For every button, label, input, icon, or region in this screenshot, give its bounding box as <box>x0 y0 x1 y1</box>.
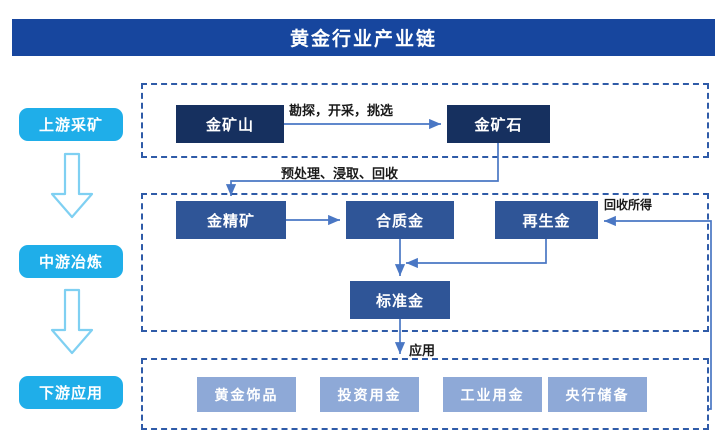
node-gold-ore[interactable]: 金矿石 <box>447 105 550 143</box>
edge-label-recovery: 回收所得 <box>604 198 653 212</box>
node-application-jewelry[interactable]: 黄金饰品 <box>197 377 296 412</box>
node-recycled-gold[interactable]: 再生金 <box>495 201 598 239</box>
node-gold-mine[interactable]: 金矿山 <box>176 105 284 143</box>
page-title-bar: 黄金行业产业链 <box>12 19 715 56</box>
node-application-central-bank-label: 央行储备 <box>565 388 630 404</box>
stage-label-downstream[interactable]: 下游应用 <box>19 376 123 409</box>
edge-label-pretreatment: 预处理、浸取、回收 <box>281 166 399 181</box>
node-application-industrial-label: 工业用金 <box>460 388 525 404</box>
node-application-investment-label: 投资用金 <box>337 388 402 404</box>
stage-label-upstream-text: 上游采矿 <box>38 118 103 134</box>
page-title: 黄金行业产业链 <box>289 29 437 50</box>
node-application-jewelry-label: 黄金饰品 <box>214 388 279 404</box>
node-application-industrial[interactable]: 工业用金 <box>443 377 542 412</box>
node-recycled-gold-label: 再生金 <box>522 213 571 230</box>
node-dore-gold-label: 合质金 <box>375 213 424 230</box>
node-application-investment[interactable]: 投资用金 <box>320 377 419 412</box>
edge-label-exploration: 勘探，开采，挑选 <box>289 103 394 118</box>
stage-label-midstream[interactable]: 中游冶炼 <box>19 245 123 278</box>
node-gold-concentrate-label: 金精矿 <box>206 213 255 230</box>
stage-arrow-midstream-to-downstream <box>50 288 94 355</box>
node-gold-mine-label: 金矿山 <box>205 117 254 134</box>
node-gold-ore-label: 金矿石 <box>474 117 523 134</box>
node-standard-gold-label: 标准金 <box>375 293 424 310</box>
edge-label-application: 应用 <box>409 343 436 358</box>
node-gold-concentrate[interactable]: 金精矿 <box>176 201 286 239</box>
stage-arrow-upstream-to-midstream <box>50 152 94 219</box>
stage-label-midstream-text: 中游冶炼 <box>38 255 103 271</box>
stage-label-downstream-text: 下游应用 <box>38 386 103 402</box>
node-application-central-bank[interactable]: 央行储备 <box>548 377 647 412</box>
node-dore-gold[interactable]: 合质金 <box>346 201 454 239</box>
node-standard-gold[interactable]: 标准金 <box>350 281 450 319</box>
stage-label-upstream[interactable]: 上游采矿 <box>19 108 123 141</box>
